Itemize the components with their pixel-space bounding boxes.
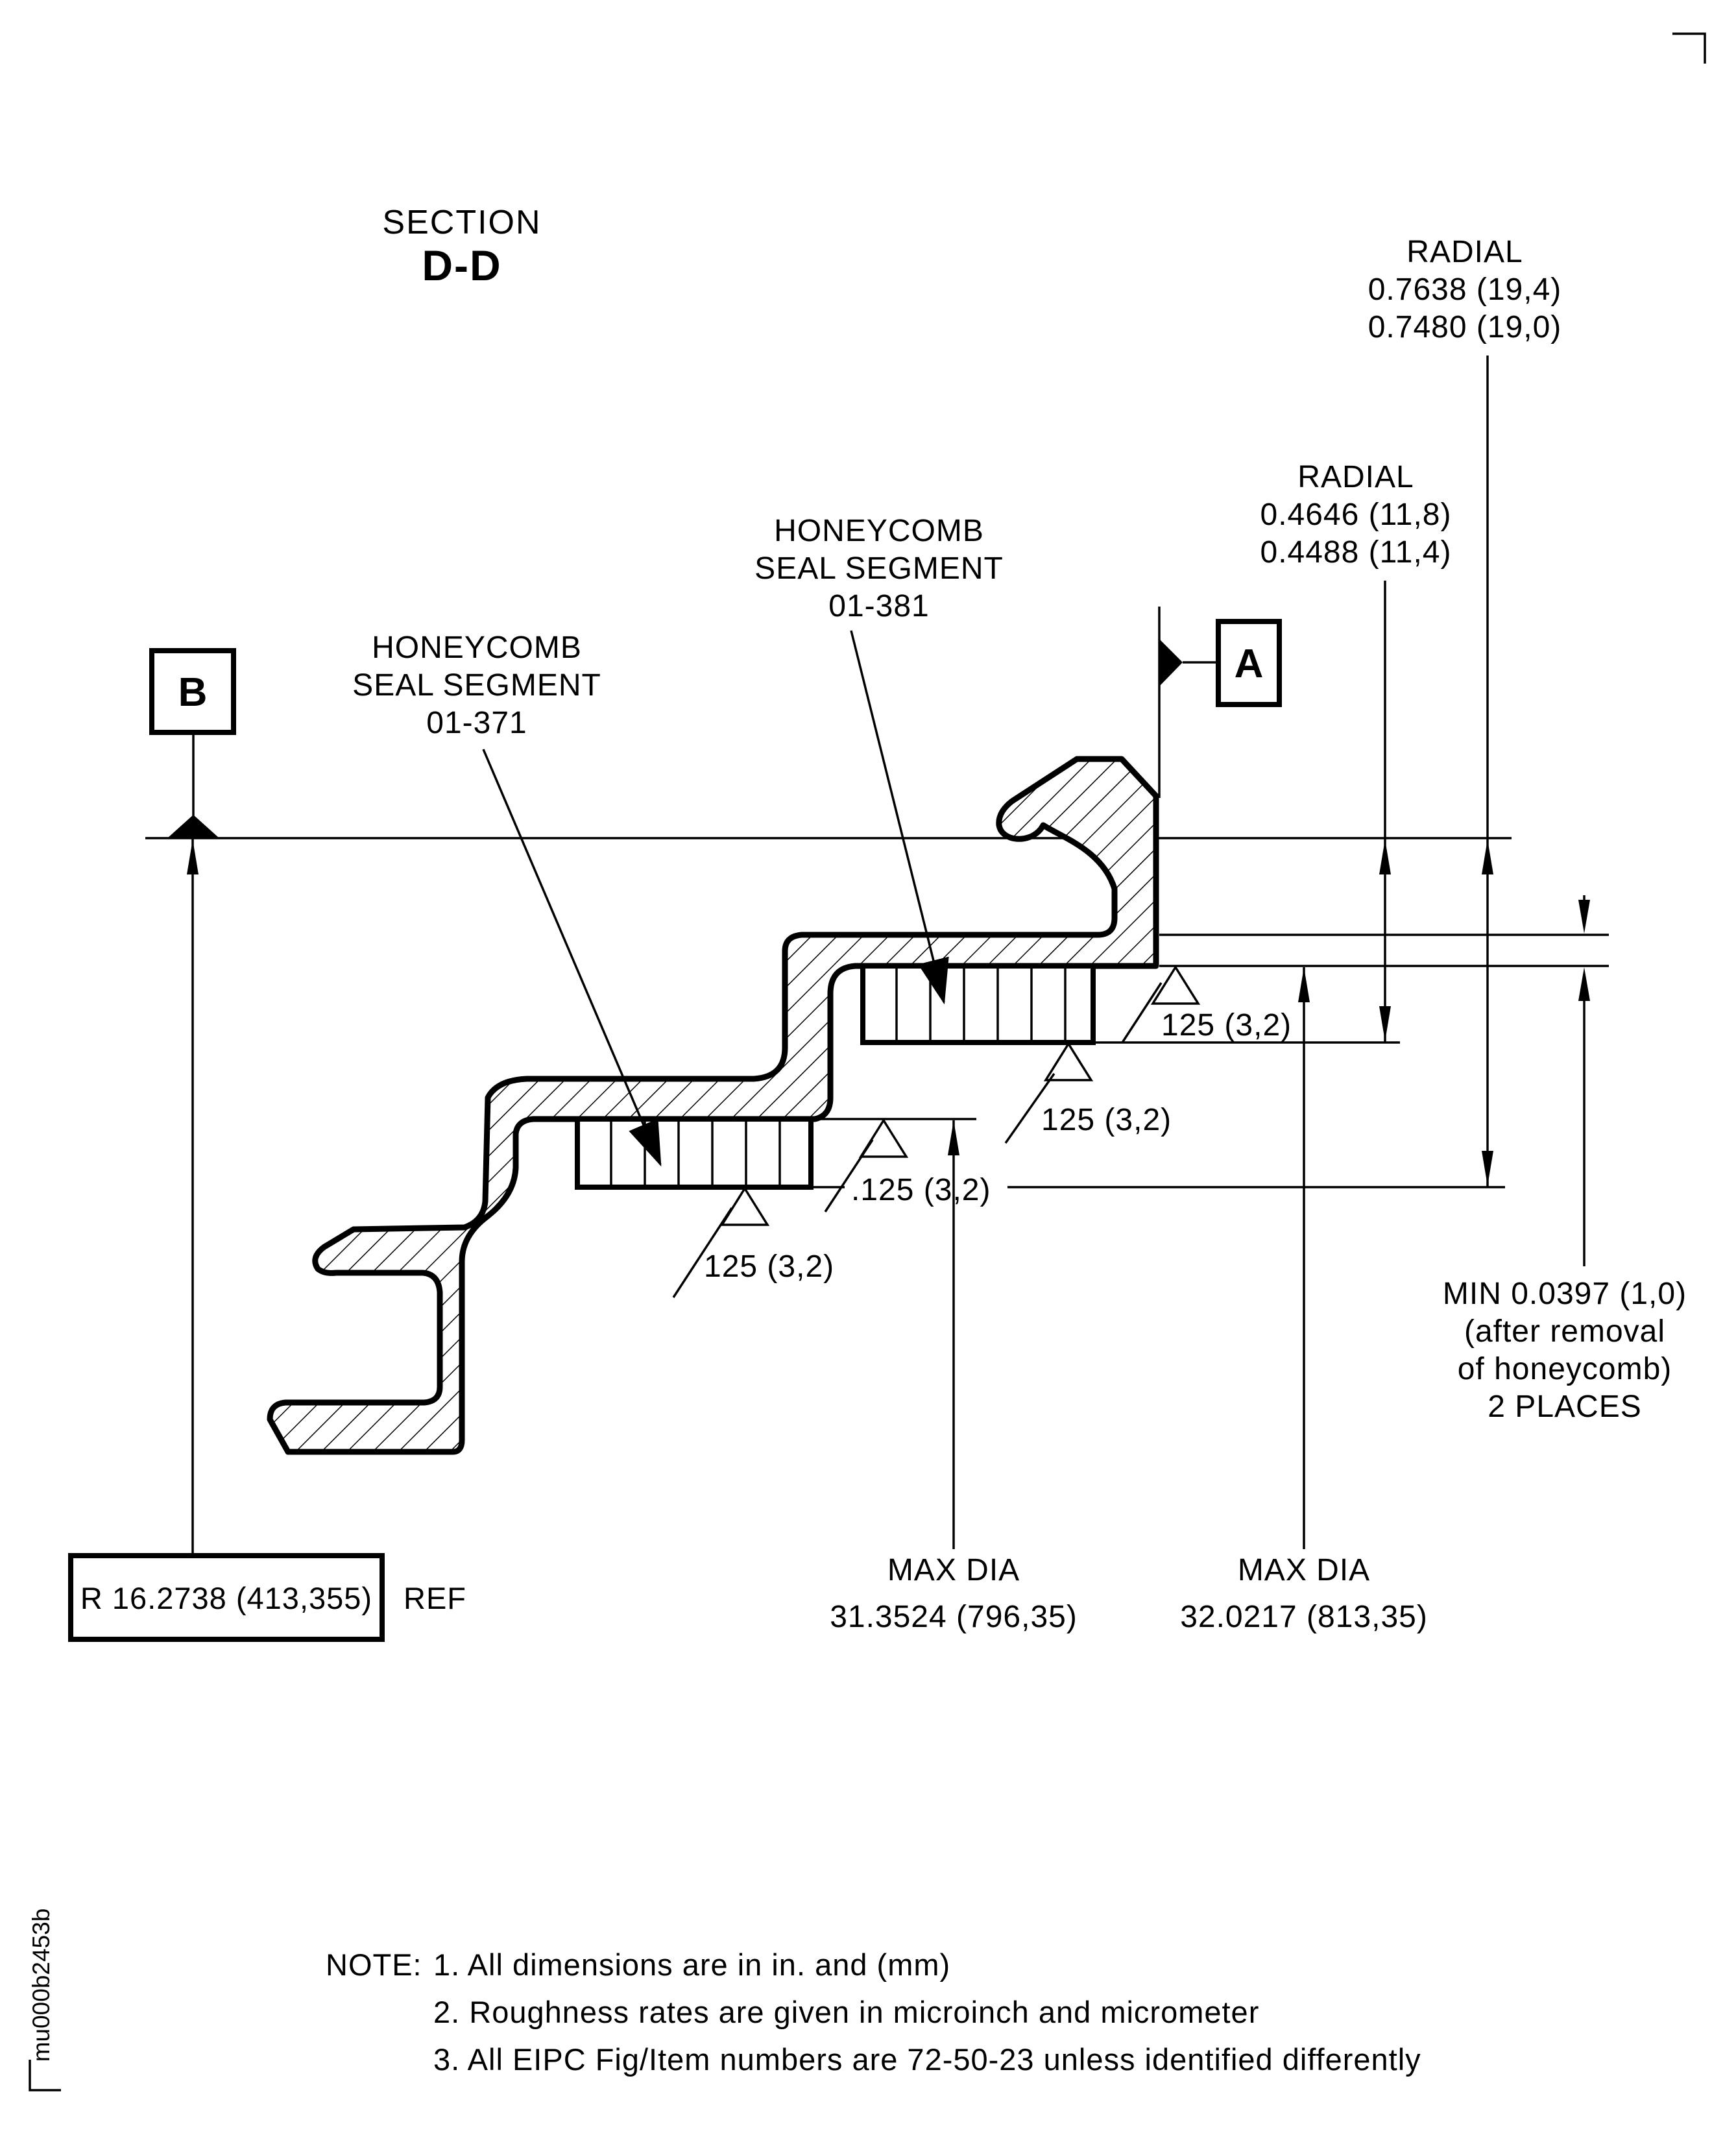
min-wall-line3: of honeycomb): [1458, 1352, 1672, 1386]
page-corner-mark-top-right: [1672, 32, 1706, 64]
radial-outer-dimension: RADIAL 0.7638 (19,4) 0.7480 (19,0): [1368, 235, 1562, 1187]
notes-label: NOTE:: [326, 1947, 422, 1982]
radial-inner-max: 0.4646 (11,8): [1260, 498, 1452, 532]
honeycomb-segment-upper: [860, 963, 1096, 1045]
section-id: D-D: [422, 241, 501, 289]
max-dia-outer-value: 32.0217 (813,35): [1180, 1600, 1428, 1634]
hc-lower-line1: HONEYCOMB: [372, 631, 582, 665]
hc-lower-line2: SEAL SEGMENT: [352, 668, 601, 703]
roughness-callout-upper-web: 125 (3,2): [1121, 965, 1292, 1043]
min-wall-line4: 2 PLACES: [1488, 1390, 1641, 1424]
note-item-1: 1. All dimensions are in in. and (mm): [433, 1947, 950, 1982]
doc-code: mu000b2453b: [28, 1909, 54, 2062]
radial-inner-title: RADIAL: [1297, 460, 1414, 494]
page-corner-mark-bottom-left: [29, 2060, 61, 2091]
hc-upper-item: 01-381: [828, 589, 929, 623]
radius-ref-dimension: R 16.2738 (413,355) REF: [68, 838, 466, 1642]
roughness-callout-lower-segment: 125 (3,2): [672, 1186, 834, 1298]
max-dia-outer-title: MAX DIA: [1238, 1553, 1370, 1587]
max-dia-inner-dimension: MAX DIA 31.3524 (796,35): [830, 1120, 1078, 1634]
seal-carrier-profile: [267, 756, 1159, 1455]
hc-upper-line2: SEAL SEGMENT: [754, 551, 1004, 586]
max-dia-inner-title: MAX DIA: [887, 1553, 1020, 1587]
min-wall-dimension: MIN 0.0397 (1,0) (after removal of honey…: [1443, 895, 1687, 1424]
radial-outer-max: 0.7638 (19,4): [1368, 272, 1562, 307]
hc-upper-line1: HONEYCOMB: [774, 514, 984, 548]
roughness-lower-segment-value: 125 (3,2): [704, 1249, 834, 1284]
datum-a-flag: A: [1158, 607, 1282, 798]
min-wall-line1: MIN 0.0397 (1,0): [1443, 1277, 1687, 1311]
roughness-upper-segment-value: 125 (3,2): [1041, 1103, 1172, 1137]
honeycomb-segment-lower: [575, 1116, 814, 1190]
roughness-callout-upper-segment: 125 (3,2): [1004, 1041, 1172, 1144]
max-dia-inner-value: 31.3524 (796,35): [830, 1600, 1078, 1634]
datum-b-flag: B: [149, 648, 236, 838]
radial-inner-min: 0.4488 (11,4): [1260, 535, 1452, 570]
radial-inner-dimension: RADIAL 0.4646 (11,8) 0.4488 (11,4): [1260, 460, 1452, 1042]
section-label: SECTION: [382, 204, 541, 241]
min-wall-line2: (after removal: [1464, 1314, 1665, 1349]
roughness-callout-lower-web: .125 (3,2): [824, 1118, 991, 1212]
roughness-upper-web-value: 125 (3,2): [1161, 1008, 1292, 1042]
datum-a-label: A: [1235, 642, 1264, 686]
radial-outer-min: 0.7480 (19,0): [1368, 310, 1562, 344]
label-honeycomb-upper: HONEYCOMB SEAL SEGMENT 01-381: [754, 514, 1004, 1005]
radius-ref-value: R 16.2738 (413,355): [80, 1581, 372, 1615]
datum-b-label: B: [178, 670, 208, 715]
max-dia-outer-dimension: MAX DIA 32.0217 (813,35): [1180, 967, 1428, 1634]
notes-block: NOTE: 1. All dimensions are in in. and (…: [326, 1947, 1421, 2077]
radius-ref-suffix: REF: [404, 1581, 466, 1615]
hc-lower-item: 01-371: [426, 706, 527, 740]
roughness-lower-web-value: .125 (3,2): [851, 1173, 991, 1207]
label-honeycomb-lower: HONEYCOMB SEAL SEGMENT 01-371: [352, 631, 662, 1167]
radial-outer-title: RADIAL: [1406, 235, 1523, 269]
note-item-3: 3. All EIPC Fig/Item numbers are 72-50-2…: [433, 2042, 1421, 2077]
note-item-2: 2. Roughness rates are given in microinc…: [433, 1995, 1259, 2029]
